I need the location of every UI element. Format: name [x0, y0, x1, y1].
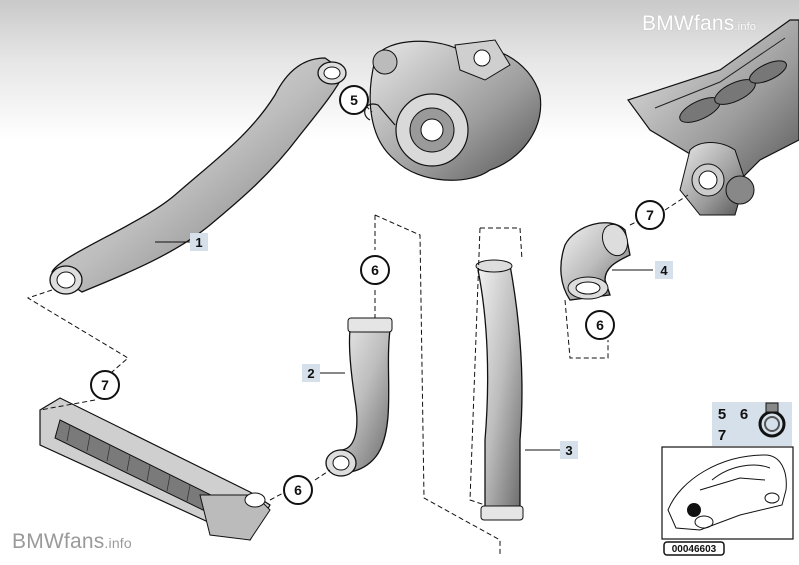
location-marker-icon: [687, 503, 701, 517]
connection-lines: [26, 99, 689, 555]
watermark-bottom: BMWfans.info: [12, 530, 132, 553]
car-location-box: [661, 446, 794, 540]
callout-6b: 6: [585, 310, 615, 340]
label-1: 1: [190, 233, 208, 251]
svg-text:5: 5: [718, 406, 726, 423]
hose-clamp-icon: [758, 402, 786, 438]
car-icon: [667, 454, 787, 531]
callout-7b: 7: [635, 200, 665, 230]
svg-text:2: 2: [307, 366, 314, 381]
svg-text:3: 3: [565, 443, 572, 458]
hose-1: [49, 57, 347, 295]
intercooler: [39, 397, 271, 541]
svg-text:6: 6: [294, 482, 302, 498]
legend: 5 6 7: [712, 402, 792, 446]
hose-3: [475, 259, 524, 521]
label-2: 2: [302, 364, 320, 382]
svg-text:6: 6: [371, 262, 379, 278]
diagram-code: 00046603: [663, 541, 725, 556]
callout-6c: 6: [283, 475, 313, 505]
intake-manifold: [627, 19, 799, 216]
label-4: 4: [655, 261, 673, 279]
callout-5: 5: [339, 85, 369, 115]
watermark-top: BMWfans.info: [642, 12, 757, 35]
callout-6a: 6: [360, 255, 390, 285]
svg-text:1: 1: [195, 235, 202, 250]
leader-lines: [155, 241, 653, 451]
svg-text:4: 4: [660, 263, 668, 278]
svg-text:7: 7: [718, 427, 726, 444]
label-3: 3: [560, 441, 578, 459]
svg-text:5: 5: [350, 92, 358, 108]
svg-text:00046603: 00046603: [672, 544, 717, 555]
svg-text:6: 6: [740, 406, 748, 423]
turbocharger: [364, 39, 542, 181]
hose-4: [560, 222, 631, 301]
callout-7a: 7: [90, 370, 120, 400]
svg-text:7: 7: [646, 207, 654, 223]
svg-text:7: 7: [101, 377, 109, 393]
svg-text:6: 6: [596, 317, 604, 333]
hose-2: [325, 317, 393, 477]
